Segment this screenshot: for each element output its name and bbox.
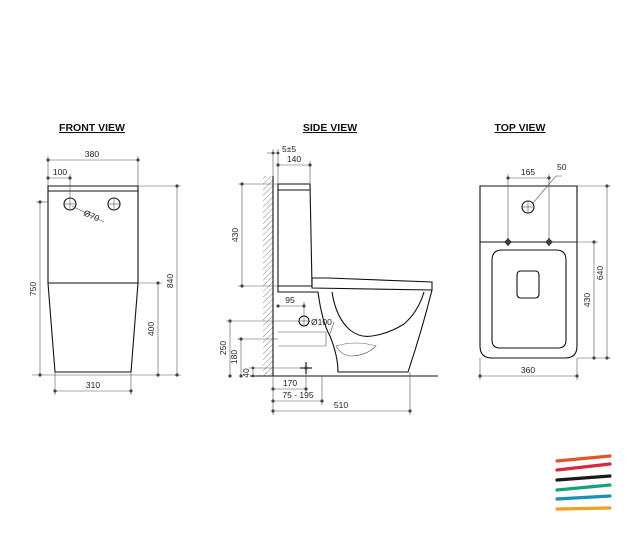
side-wall-hatch xyxy=(263,176,273,376)
side-inlet-hole xyxy=(298,315,310,327)
top-dim-360 xyxy=(478,358,579,380)
front-dim-dia-label: Ø70 xyxy=(82,208,101,224)
top-flush-hole xyxy=(521,200,535,214)
side-dim-40 xyxy=(249,366,300,378)
side-dim-180-label: 180 xyxy=(229,350,239,364)
side-dim-180 xyxy=(237,337,278,378)
front-flush-hole-right xyxy=(107,197,121,211)
side-dim-140 xyxy=(276,161,312,184)
front-flush-hole-left xyxy=(63,197,77,211)
front-dim-380 xyxy=(46,156,140,186)
logo-stripe xyxy=(555,494,612,501)
front-dim-100 xyxy=(46,174,72,198)
top-fix-point-right xyxy=(545,238,553,246)
side-dim-95 xyxy=(276,302,306,316)
front-dim-750 xyxy=(36,200,48,377)
top-dim-50-label: 50 xyxy=(557,162,567,172)
top-dim-640-label: 640 xyxy=(595,266,605,280)
logo-stripe xyxy=(555,454,612,463)
side-dim-75-195 xyxy=(271,376,324,405)
side-dia-leader xyxy=(329,321,335,335)
front-tank xyxy=(47,185,139,284)
side-dim-170-label: 170 xyxy=(283,378,297,388)
side-outlet-pipe xyxy=(278,331,327,347)
side-dim-430 xyxy=(238,182,278,288)
side-trapway xyxy=(335,342,377,357)
side-dim-250 xyxy=(226,319,298,378)
side-seat xyxy=(311,277,433,291)
front-dim-840-label: 840 xyxy=(165,274,175,288)
side-dim-75-195-label: 75 - 195 xyxy=(282,390,313,400)
side-bowl-inner xyxy=(331,291,425,337)
side-dim-95-label: 95 xyxy=(285,295,295,305)
side-dim-dia-label: Ø100 xyxy=(311,317,332,327)
side-tank xyxy=(277,183,313,287)
side-dim-5-label: 5±5 xyxy=(282,144,296,154)
logo-stripe xyxy=(555,474,612,482)
front-view: FRONT VIEW 380 100 xyxy=(28,122,181,395)
side-dim-510 xyxy=(271,372,412,415)
top-dia-leader xyxy=(532,175,562,204)
side-dim-430-label: 430 xyxy=(230,228,240,242)
side-floor-outlet xyxy=(300,362,312,374)
top-outline xyxy=(479,185,578,359)
front-dim-100-label: 100 xyxy=(53,167,67,177)
logo-stripe xyxy=(555,506,612,511)
top-bowl-opening xyxy=(516,270,540,299)
top-dim-165 xyxy=(506,174,551,238)
front-bowl xyxy=(47,282,139,373)
top-view: TOP VIEW 165 50 xyxy=(478,122,611,380)
side-dim-250-label: 250 xyxy=(218,341,228,355)
front-dim-400 xyxy=(138,281,162,377)
front-dim-400-label: 400 xyxy=(146,322,156,336)
top-fix-point-left xyxy=(504,238,512,246)
side-dim-140-label: 140 xyxy=(287,154,301,164)
side-dim-510-label: 510 xyxy=(334,400,348,410)
front-dim-380-label: 380 xyxy=(85,149,99,159)
top-dim-360-label: 360 xyxy=(521,365,535,375)
side-view: SIDE VIEW xyxy=(218,122,438,415)
logo-stripe xyxy=(555,462,612,472)
front-dim-310 xyxy=(53,372,133,395)
top-view-title: TOP VIEW xyxy=(495,122,546,134)
logo-stripe xyxy=(555,483,612,492)
front-view-title: FRONT VIEW xyxy=(59,122,125,134)
side-bowl-outer xyxy=(277,286,433,373)
side-dim-40-label: 40 xyxy=(241,368,251,378)
top-dim-430 xyxy=(553,240,598,360)
top-seat-outer xyxy=(491,249,567,349)
top-dim-640 xyxy=(577,184,611,360)
brand-logo xyxy=(555,454,612,511)
side-view-title: SIDE VIEW xyxy=(303,122,357,134)
top-dim-430-label: 430 xyxy=(582,293,592,307)
front-dim-750-label: 750 xyxy=(28,282,38,296)
front-dim-840 xyxy=(138,184,181,377)
front-dia-leader xyxy=(71,205,105,223)
top-dim-165-label: 165 xyxy=(521,167,535,177)
front-dim-310-label: 310 xyxy=(86,380,100,390)
